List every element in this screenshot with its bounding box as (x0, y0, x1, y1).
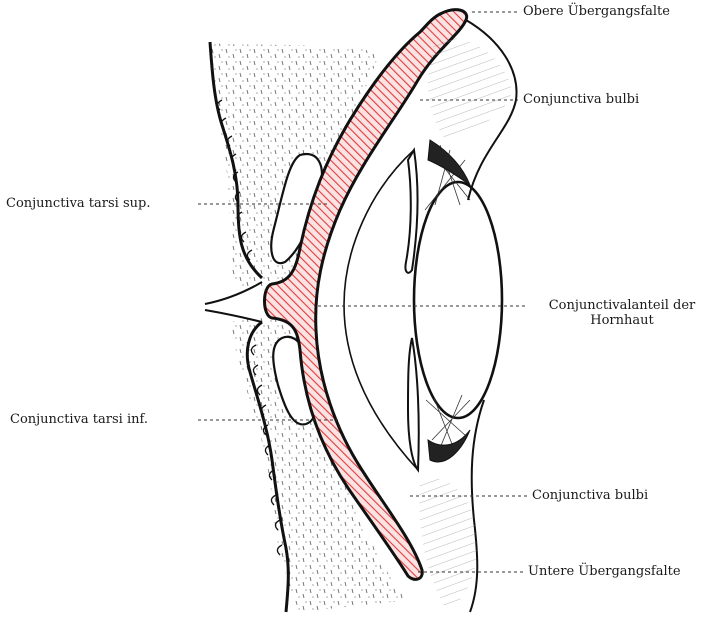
label-conjunctivalanteil-line2: Hornhaut (530, 313, 714, 328)
label-conjunctiva-tarsi-inf: Conjunctiva tarsi inf. (10, 412, 148, 427)
sclera-texture (428, 38, 512, 140)
lower-ciliary-body (428, 430, 470, 462)
label-conjunctiva-bulbi-lower: Conjunctiva bulbi (532, 488, 648, 503)
label-conjunctivalanteil: Conjunctivalanteil der Hornhaut (530, 298, 714, 328)
label-conjunctiva-tarsi-sup: Conjunctiva tarsi sup. (6, 196, 150, 211)
lower-iris (408, 338, 419, 470)
cornea-outer (344, 150, 418, 470)
label-conjunctiva-bulbi-upper: Conjunctiva bulbi (523, 92, 639, 107)
lens (414, 182, 502, 418)
label-conjunctivalanteil-line1: Conjunctivalanteil der (530, 298, 714, 313)
lower-lid-tissue (232, 318, 410, 612)
upper-ciliary-body (428, 140, 470, 185)
upper-iris (405, 150, 417, 273)
label-obere-uebergangsfalte: Obere Übergangsfalte (523, 4, 670, 19)
sclera-texture-lower (419, 478, 478, 610)
label-untere-uebergangsfalte: Untere Übergangsfalte (528, 564, 681, 579)
